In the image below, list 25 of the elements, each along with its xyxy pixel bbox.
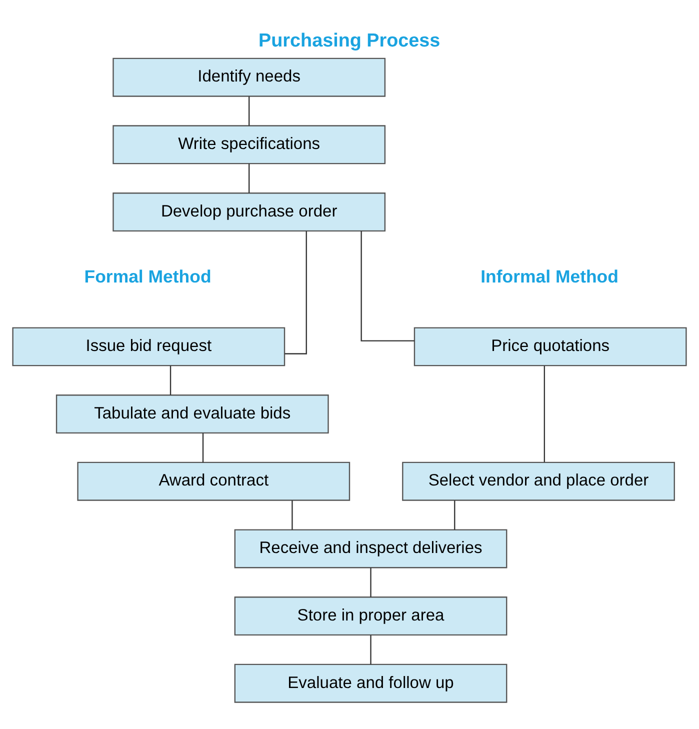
node-box: Evaluate and follow up bbox=[234, 663, 508, 702]
node-box: Tabulate and evaluate bids bbox=[56, 394, 329, 434]
connector bbox=[370, 567, 372, 597]
label: Formal Method bbox=[84, 266, 212, 286]
node-box: Write specifications bbox=[112, 124, 386, 164]
connector bbox=[248, 96, 250, 126]
node-box: Select vendor and place order bbox=[402, 461, 675, 500]
connector bbox=[370, 634, 372, 664]
connector bbox=[454, 500, 456, 530]
connector bbox=[360, 230, 414, 341]
label: Informal Method bbox=[480, 266, 618, 286]
connector bbox=[292, 500, 293, 530]
node-box: Develop purchase order bbox=[112, 192, 386, 231]
node-box: Award contract bbox=[77, 461, 350, 500]
node-box: Receive and inspect deliveries bbox=[234, 528, 508, 568]
connector bbox=[544, 365, 545, 462]
node-box: Store in proper area bbox=[234, 596, 508, 636]
node-box: Identify needs bbox=[112, 57, 386, 96]
node-box: Issue bid request bbox=[12, 326, 286, 366]
connector bbox=[284, 230, 307, 354]
node-box: Price quotations bbox=[414, 326, 687, 366]
diagram-title: Purchasing Process bbox=[258, 30, 440, 51]
connector bbox=[202, 432, 204, 462]
connector bbox=[170, 365, 172, 395]
connector bbox=[248, 163, 250, 193]
